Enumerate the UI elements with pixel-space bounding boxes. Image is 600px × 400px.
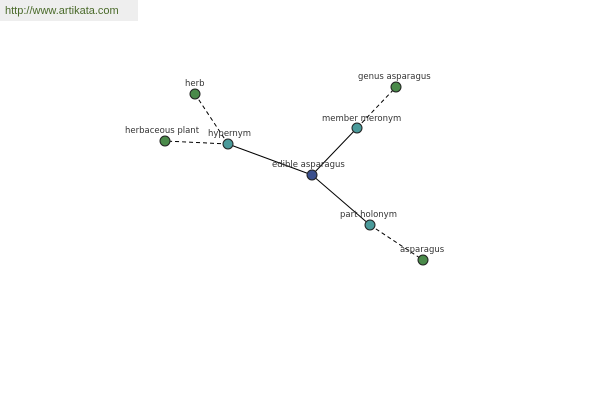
edge-hypernym-to-herbaceous-plant	[164, 140, 229, 145]
node-circle-hypernym[interactable]	[222, 138, 234, 150]
node-circle-herbaceous-plant[interactable]	[159, 135, 171, 147]
node-label-edible-asparagus: edible asparagus	[272, 160, 345, 170]
node-label-asparagus: asparagus	[400, 245, 445, 255]
node-label-hypernym: hypernym	[208, 129, 251, 139]
node-circle-part-holonym[interactable]	[364, 219, 376, 231]
edges-layer	[164, 86, 424, 261]
node-circle-herb[interactable]	[189, 88, 201, 100]
node-circle-genus-asparagus[interactable]	[390, 81, 402, 93]
node-label-genus-asparagus: genus asparagus	[358, 72, 431, 82]
node-label-herb: herb	[185, 79, 205, 89]
edge-hypernym-to-herb	[194, 93, 229, 145]
node-herb[interactable]: herb	[185, 79, 205, 100]
node-circle-member-meronym[interactable]	[351, 122, 363, 134]
node-member-meronym[interactable]: member meronym	[322, 114, 401, 134]
node-label-member-meronym: member meronym	[322, 114, 401, 124]
artikata-link[interactable]: http://www.artikata.com	[5, 4, 119, 17]
node-genus-asparagus[interactable]: genus asparagus	[358, 72, 431, 93]
nodes-layer: edible asparagus hypernym member meronym pa…	[125, 72, 445, 266]
url-banner: http://www.artikata.com	[0, 0, 138, 21]
edge-edible-asparagus-to-hypernym	[227, 143, 313, 176]
edge-edible-asparagus-to-member-meronym	[311, 127, 358, 176]
node-edible-asparagus[interactable]: edible asparagus	[272, 160, 345, 181]
node-herbaceous-plant[interactable]: herbaceous plant	[125, 126, 200, 147]
edge-edible-asparagus-to-part-holonym	[311, 174, 371, 226]
node-label-part-holonym: part holonym	[340, 210, 397, 220]
node-hypernym[interactable]: hypernym	[208, 129, 251, 150]
edge-part-holonym-to-asparagus	[369, 224, 424, 261]
node-circle-asparagus[interactable]	[417, 254, 429, 266]
node-asparagus[interactable]: asparagus	[400, 245, 445, 266]
node-label-herbaceous-plant: herbaceous plant	[125, 126, 200, 136]
node-part-holonym[interactable]: part holonym	[340, 210, 397, 231]
edge-member-meronym-to-genus-asparagus	[356, 86, 397, 129]
node-circle-edible-asparagus[interactable]	[306, 169, 318, 181]
